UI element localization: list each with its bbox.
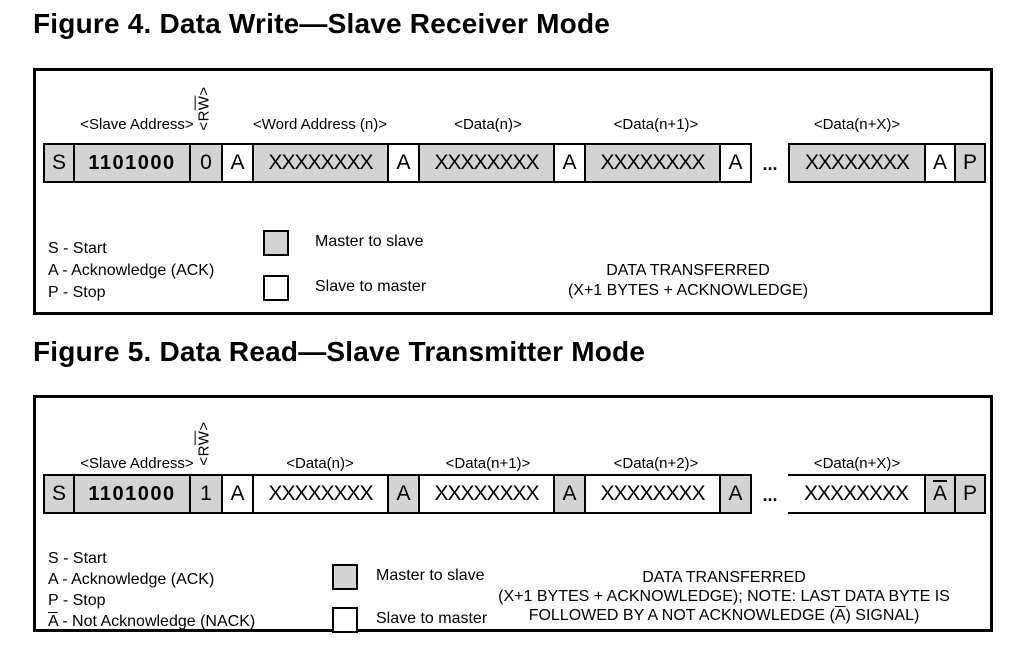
figure4-legend: S - Start A - Acknowledge (ACK) P - Stop (48, 238, 214, 304)
figure4-slave-swatch-label: Slave to master (315, 278, 427, 295)
figure4-protocol-row: S 1101000 0 A XXXXXXXX A XXXXXXXX A XXXX… (43, 143, 986, 183)
figure4-cell-start: S (43, 143, 75, 183)
note-line: (X+1 BYTES + ACKNOWLEDGE) (567, 282, 809, 299)
figure4-master-swatch-label: Master to slave (315, 233, 424, 250)
figure5-slave-swatch-label: Slave to master (376, 610, 488, 627)
legend-start: S - Start (48, 240, 107, 257)
legend-ack: A - Acknowledge (ACK) (48, 571, 215, 588)
figure5-cell-data-x: XXXXXXXX (788, 474, 926, 514)
figure5-diagram-box: <Slave Address> <Data(n)> <Data(n+1)> <D… (33, 395, 993, 633)
legend-stop: P - Stop (48, 592, 106, 609)
figure5-legend: S - Start A - Acknowledge (ACK) P - Stop… (48, 548, 255, 632)
figure5-cell-data-1: XXXXXXXX (252, 474, 389, 514)
figure4-label-data-n1: <Data(n+1)> (613, 116, 699, 133)
figure4-cell-data-x: XXXXXXXX (788, 143, 926, 183)
figure4-rw-label: <RW> (186, 77, 222, 139)
figure5-label-data-n: <Data(n)> (286, 455, 354, 472)
figure5-rw-label: <RW> (186, 414, 222, 472)
figure4-cell-data-1: XXXXXXXX (418, 143, 555, 183)
figure4-cell-slave-address: 1101000 (73, 143, 191, 183)
figure4-diagram-box: <Slave Address> <Word Address (n)> <Data… (33, 68, 993, 315)
figure4-note: DATA TRANSFERRED (X+1 BYTES + ACKNOWLEDG… (438, 261, 938, 301)
rw-post: > (195, 420, 213, 431)
legend-ack: A - Acknowledge (ACK) (48, 262, 215, 279)
figure5-cell-rw-bit: 1 (189, 474, 223, 514)
legend-nack: A - Not Acknowledge (NACK) (48, 613, 256, 630)
legend-start: S - Start (48, 550, 107, 567)
figure4-cell-ack-4: A (719, 143, 752, 183)
figure5-cell-ack-3: A (553, 474, 586, 514)
figure5-label-slave-address: <Slave Address> (80, 455, 194, 472)
figure5-slave-swatch (332, 607, 358, 633)
figure5-cell-data-3: XXXXXXXX (584, 474, 721, 514)
figure5-master-swatch-label: Master to slave (376, 567, 485, 584)
figure4-cell-ack-2: A (387, 143, 420, 183)
figure4-title: Figure 4. Data Write—Slave Receiver Mode (33, 8, 611, 39)
figure4-cell-ack-1: A (221, 143, 254, 183)
figure5-master-swatch (332, 564, 358, 590)
figure5-label-data-n1: <Data(n+1)> (445, 455, 531, 472)
legend-stop: P - Stop (48, 284, 106, 301)
figure4-cell-ellipsis: ... (762, 154, 778, 174)
figure4-label-data-n: <Data(n)> (454, 116, 522, 133)
figure4-cell-word-address: XXXXXXXX (252, 143, 389, 183)
figure5-cell-stop: P (954, 474, 986, 514)
figure5-label-data-nx: <Data(n+X)> (813, 455, 901, 472)
figure5-cell-ack-1: A (221, 474, 254, 514)
figure5-protocol-row: S 1101000 1 A XXXXXXXX A XXXXXXXX A XXXX… (43, 474, 986, 514)
figure4-cell-rw-bit: 0 (189, 143, 223, 183)
rw-pre: <R (195, 109, 213, 131)
figure5-cell-data-2: XXXXXXXX (418, 474, 555, 514)
figure5-label-data-n2: <Data(n+2)> (613, 455, 699, 472)
figure4-label-data-nx: <Data(n+X)> (813, 116, 901, 133)
figure4-label-word-address: <Word Address (n)> (253, 116, 387, 133)
note-line: DATA TRANSFERRED (642, 569, 806, 586)
figure4-cell-ack-5: A (924, 143, 956, 183)
rw-post: > (195, 85, 213, 96)
figure5-cell-slave-address: 1101000 (73, 474, 191, 514)
note-line: DATA TRANSFERRED (606, 262, 770, 279)
rw-wbar: W (195, 430, 213, 445)
figure5-cell-start: S (43, 474, 75, 514)
note-line: FOLLOWED BY A NOT ACKNOWLEDGE (A) SIGNAL… (528, 607, 920, 624)
figure5-note: DATA TRANSFERRED (X+1 BYTES + ACKNOWLEDG… (464, 568, 984, 625)
note-line: (X+1 BYTES + ACKNOWLEDGE); NOTE: LAST DA… (498, 588, 950, 605)
figure4-master-swatch (263, 230, 289, 256)
figure4-cell-ack-3: A (553, 143, 586, 183)
figure4-cell-stop: P (954, 143, 986, 183)
figure5-title: Figure 5. Data Read—Slave Transmitter Mo… (33, 336, 646, 367)
figure5-cell-ack-2: A (387, 474, 420, 514)
figure4-label-slave-address: <Slave Address> (80, 116, 194, 133)
figure5-cell-ellipsis: ... (762, 485, 778, 505)
figure4-cell-data-2: XXXXXXXX (584, 143, 721, 183)
figure5-cell-ack-4: A (719, 474, 752, 514)
figure4-slave-swatch (263, 275, 289, 301)
figure5-cell-nack: A (924, 474, 956, 514)
rw-wbar: W (195, 95, 213, 110)
rw-pre: <R (195, 444, 213, 466)
